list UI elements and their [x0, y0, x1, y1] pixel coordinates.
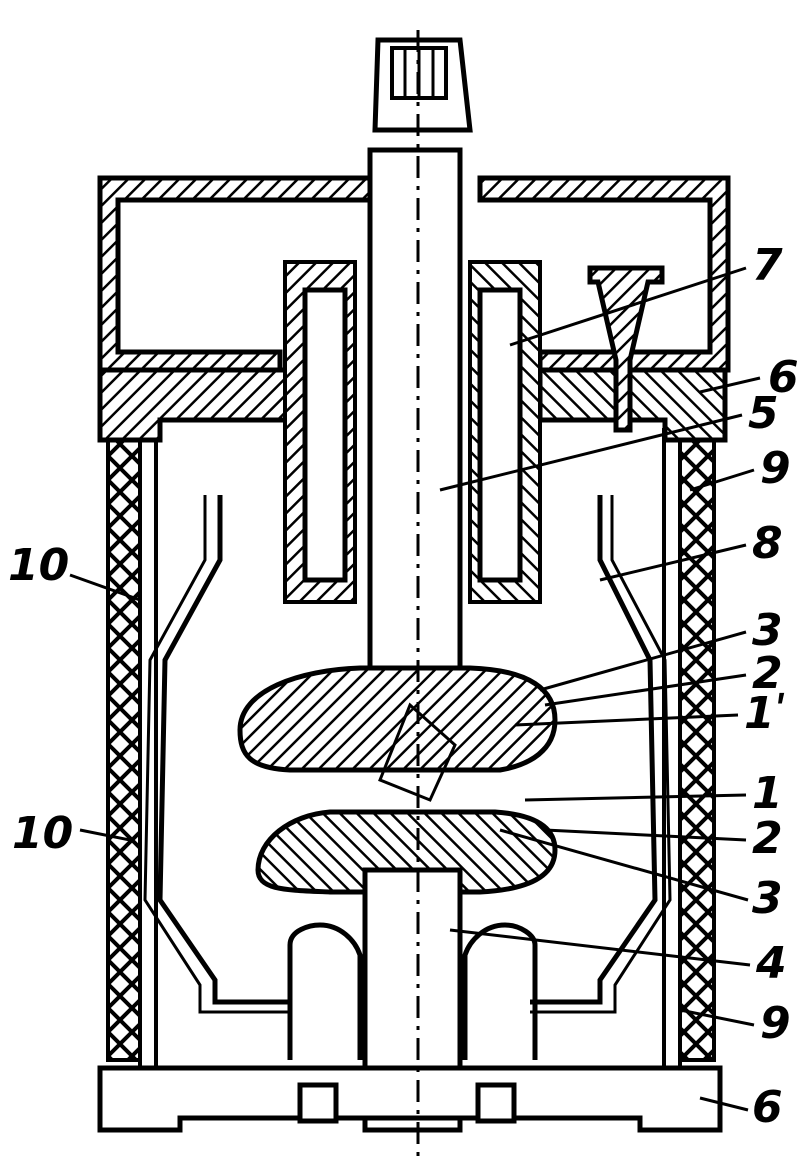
- valve-pin: [587, 265, 665, 433]
- callout-2-bottom: 2: [752, 813, 783, 864]
- callout-10-left-top: 10: [8, 540, 69, 591]
- inner-shield-right: [530, 495, 658, 1005]
- top-flange-left: [97, 367, 293, 443]
- bellows-left: [106, 438, 144, 1062]
- lower-contact: [255, 809, 558, 895]
- inner-shield: [157, 495, 290, 1005]
- callout-1-prime: 1ʹ: [744, 688, 788, 739]
- callout-3-top: 3: [752, 605, 783, 656]
- callout-5: 5: [748, 388, 779, 439]
- callout-7: 7: [752, 240, 783, 291]
- callout-1: 1: [752, 768, 783, 819]
- callout-4: 4: [755, 938, 787, 989]
- callout-9-bottom: 9: [760, 998, 791, 1049]
- callout-6-bottom: 6: [752, 1082, 783, 1133]
- upper-contact-rod: [367, 147, 463, 673]
- bellows-right: [678, 438, 716, 1062]
- callout-8: 8: [752, 518, 783, 569]
- bottom-flange: [97, 1065, 723, 1133]
- callout-6-top: 6: [768, 352, 799, 403]
- callout-2-top: 2: [752, 648, 783, 699]
- callout-10-left-bottom: 10: [12, 808, 73, 859]
- callout-9-top: 9: [760, 443, 791, 494]
- bottom-cup: [287, 922, 363, 1060]
- upper-contact: [237, 665, 558, 773]
- leader-lines: [69, 266, 761, 1112]
- callout-3-bottom: 3: [752, 873, 783, 924]
